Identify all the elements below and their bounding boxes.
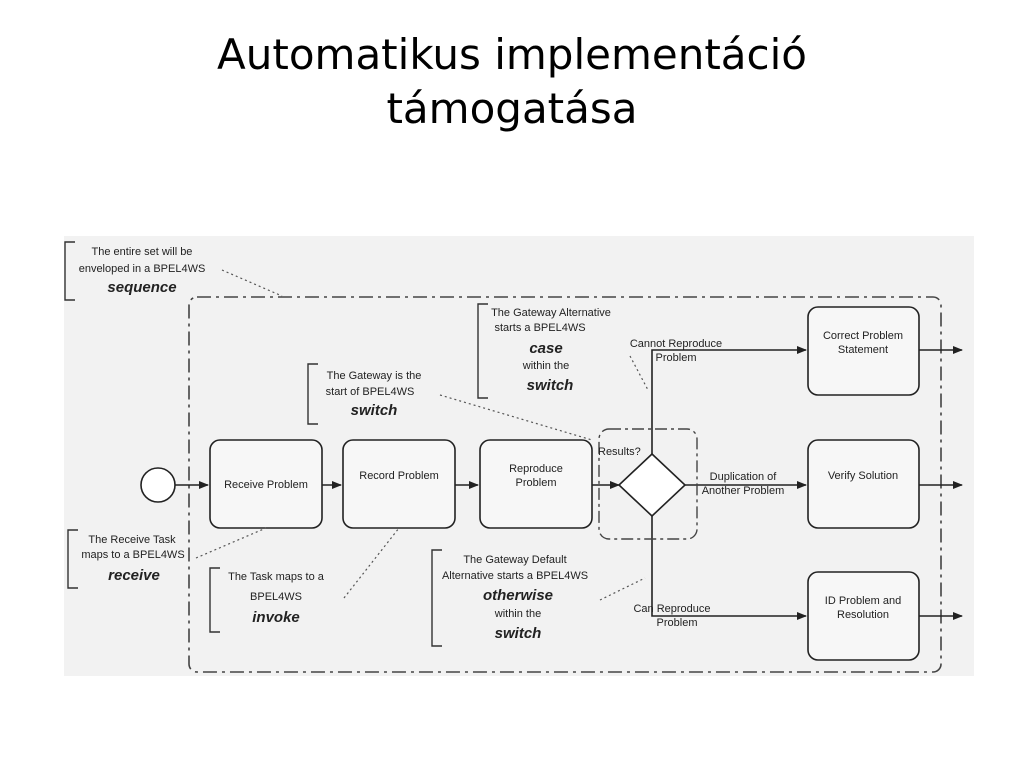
association-gateway-alt: [629, 355, 649, 391]
annotation-default-keyword-1: otherwise: [483, 587, 553, 604]
flow-label-duplication: Duplication of Another Problem: [702, 471, 785, 497]
annotation-default-line-3: within the: [494, 608, 541, 620]
task-reproduce-problem-label-2: Problem: [516, 477, 557, 489]
flow-label-can-1: Can Reproduce: [633, 603, 710, 615]
annotation-receive-task: The Receive Task maps to a BPEL4WS recei…: [81, 534, 184, 584]
association-receive-task: [195, 527, 267, 559]
task-id-problem-label-2: Resolution: [837, 609, 889, 621]
annotation-brackets: [64, 241, 488, 647]
flow-label-duplication-1: Duplication of: [710, 471, 778, 483]
association-task-invoke: [343, 527, 400, 599]
annotation-gateway-alt-line-1: The Gateway Alternative: [491, 307, 611, 319]
flow-label-can-2: Problem: [657, 617, 698, 629]
annotation-gateway-switch: The Gateway is the start of BPEL4WS swit…: [326, 370, 422, 419]
task-reproduce-problem-box: [479, 439, 593, 529]
gateway-label: Results?: [598, 446, 641, 458]
flow-gateway-to-correct: [651, 346, 807, 454]
sequence-flows: [175, 346, 963, 620]
annotation-sequence-line-1: The entire set will be: [92, 246, 193, 258]
annotation-receive-keyword: receive: [108, 567, 160, 584]
slide-title: Automatikus implementáció támogatása: [0, 28, 1024, 136]
task-record-problem-label: Record Problem: [359, 470, 438, 482]
annotation-task-invoke: The Task maps to a BPEL4WS invoke: [228, 571, 325, 626]
association-gateway-default: [599, 577, 646, 601]
annotation-gateway-switch-line-2: start of BPEL4WS: [326, 386, 415, 398]
bracket-gateway-default: [431, 549, 442, 647]
start-event: [140, 467, 176, 503]
flow-label-cannot-2: Problem: [656, 352, 697, 364]
annotation-invoke-line-1: The Task maps to a: [228, 571, 325, 583]
association-sequence: [221, 269, 283, 297]
bracket-gateway-alt: [477, 303, 488, 399]
annotation-gateway-alt-line-3: within the: [522, 360, 569, 372]
task-id-problem-label-1: ID Problem and: [825, 595, 901, 607]
annotation-sequence: The entire set will be enveloped in a BP…: [79, 246, 206, 296]
flow-label-cannot-1: Cannot Reproduce: [630, 338, 722, 350]
task-correct-problem-statement: Correct Problem Statement: [807, 306, 920, 396]
annotation-invoke-line-2: BPEL4WS: [250, 591, 302, 603]
task-verify-label: Verify Solution: [828, 470, 898, 482]
task-correct-label-2: Statement: [838, 344, 888, 356]
task-verify-solution: Verify Solution: [807, 439, 920, 529]
annotation-gateway-alternative: The Gateway Alternative starts a BPEL4WS…: [491, 307, 611, 394]
task-receive-problem-label: Receive Problem: [224, 479, 308, 491]
annotation-gateway-alt-keyword-1: case: [529, 340, 562, 357]
annotation-gateway-switch-line-1: The Gateway is the: [327, 370, 422, 382]
gateway-diamond: [617, 452, 687, 518]
annotation-receive-line-1: The Receive Task: [88, 534, 176, 546]
task-verify-box: [807, 439, 920, 529]
annotation-receive-line-2: maps to a BPEL4WS: [81, 549, 184, 561]
annotation-gateway-switch-keyword: switch: [351, 402, 398, 419]
task-record-problem: Record Problem: [342, 439, 456, 529]
task-reproduce-problem-label-1: Reproduce: [509, 463, 563, 475]
annotation-gateway-default: The Gateway Default Alternative starts a…: [442, 554, 588, 642]
task-id-problem-box: [807, 571, 920, 661]
flow-label-cannot-reproduce: Cannot Reproduce Problem: [630, 338, 722, 364]
slide-title-line-1: Automatikus implementáció: [217, 30, 807, 79]
bracket-gateway-switch: [307, 363, 318, 425]
annotation-default-line-1: The Gateway Default: [463, 554, 566, 566]
bracket-task-invoke: [209, 567, 220, 633]
association-gateway-switch: [439, 394, 593, 441]
task-receive-problem: Receive Problem: [209, 439, 323, 529]
task-record-problem-box: [342, 439, 456, 529]
bracket-sequence: [64, 241, 75, 301]
task-correct-label-1: Correct Problem: [823, 330, 903, 342]
bracket-receive-task: [67, 529, 78, 589]
annotation-sequence-line-2: enveloped in a BPEL4WS: [79, 263, 206, 275]
task-id-problem-resolution: ID Problem and Resolution: [807, 571, 920, 661]
flow-gateway-to-id-problem: [651, 516, 807, 620]
association-lines: [195, 269, 649, 601]
annotation-invoke-keyword: invoke: [252, 609, 300, 626]
annotation-gateway-alt-keyword-2: switch: [527, 377, 574, 394]
annotation-default-keyword-2: switch: [495, 625, 542, 642]
annotation-sequence-keyword: sequence: [107, 279, 176, 296]
flow-label-can-reproduce: Can Reproduce Problem: [633, 603, 710, 629]
gateway-switch-group: [598, 428, 698, 540]
flow-label-duplication-2: Another Problem: [702, 485, 785, 497]
annotation-gateway-alt-line-2: starts a BPEL4WS: [494, 322, 585, 334]
task-correct-box: [807, 306, 920, 396]
annotation-default-line-2: Alternative starts a BPEL4WS: [442, 570, 588, 582]
slide-title-line-2: támogatása: [386, 84, 638, 133]
task-reproduce-problem: Reproduce Problem: [479, 439, 593, 529]
